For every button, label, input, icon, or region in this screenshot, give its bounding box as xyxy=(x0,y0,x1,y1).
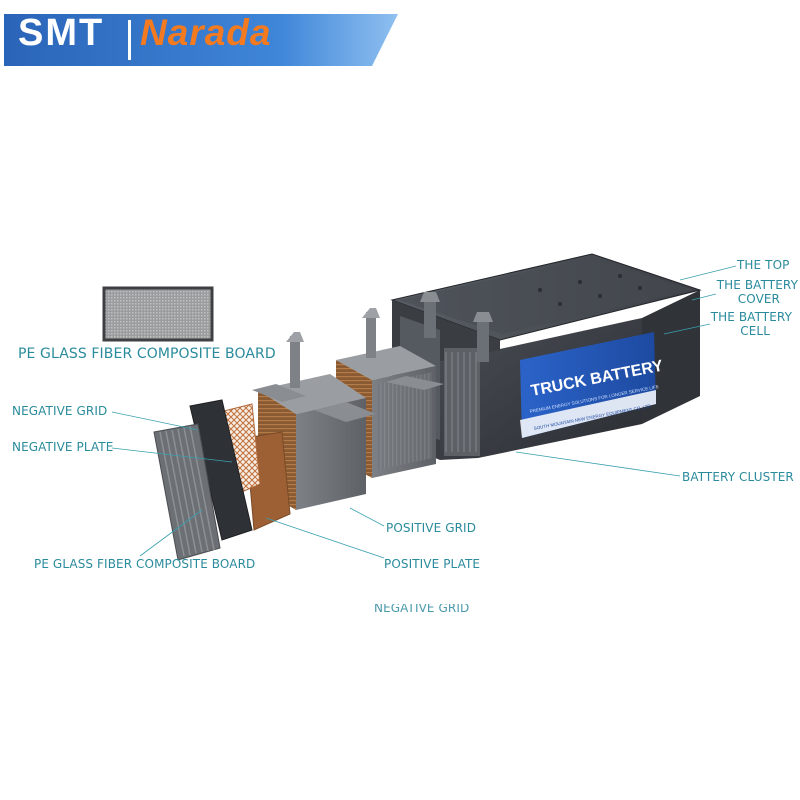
label-negative-grid-cut-text: NEGATIVE GRID xyxy=(374,604,470,614)
label-negative-plate: NEGATIVE PLATE xyxy=(12,440,114,454)
label-positive-plate: POSITIVE PLATE xyxy=(384,557,481,571)
label-battery-cover-line2: COVER xyxy=(737,292,780,306)
brand-logo: SMT Narada xyxy=(0,0,400,66)
logo-narada-text: Narada xyxy=(140,12,272,53)
label-the-top: THE TOP xyxy=(737,258,790,272)
label-pe-board-bottom: PE GLASS FIBER COMPOSITE BOARD xyxy=(34,557,256,571)
logo-smt-text: SMT xyxy=(18,12,105,54)
logo-banner xyxy=(4,14,398,66)
leader-lines xyxy=(111,265,737,559)
label-pe-board-top: PE GLASS FIBER COMPOSITE BOARD xyxy=(18,346,276,362)
label-battery-cell-line1: THE BATTERY xyxy=(710,310,792,324)
label-battery-cluster: BATTERY CLUSTER xyxy=(682,470,794,484)
battery-case: TRUCK BATTERY PREMIUM ENERGY SOLUTIONS F… xyxy=(390,253,702,460)
label-battery-cell: THE BATTERY CELL xyxy=(706,310,792,338)
label-battery-cover: THE BATTERY COVER xyxy=(712,278,798,306)
label-negative-grid: NEGATIVE GRID xyxy=(12,404,108,418)
pe-board-swatch xyxy=(102,286,214,342)
label-negative-grid-cut: NEGATIVE GRID xyxy=(374,604,469,614)
pe-board-ribs xyxy=(159,425,215,557)
label-battery-cover-line1: THE BATTERY xyxy=(716,278,798,292)
negative-grid xyxy=(189,399,253,541)
label-positive-grid: POSITIVE GRID xyxy=(386,521,477,535)
label-battery-cell-line2: CELL xyxy=(740,324,770,338)
